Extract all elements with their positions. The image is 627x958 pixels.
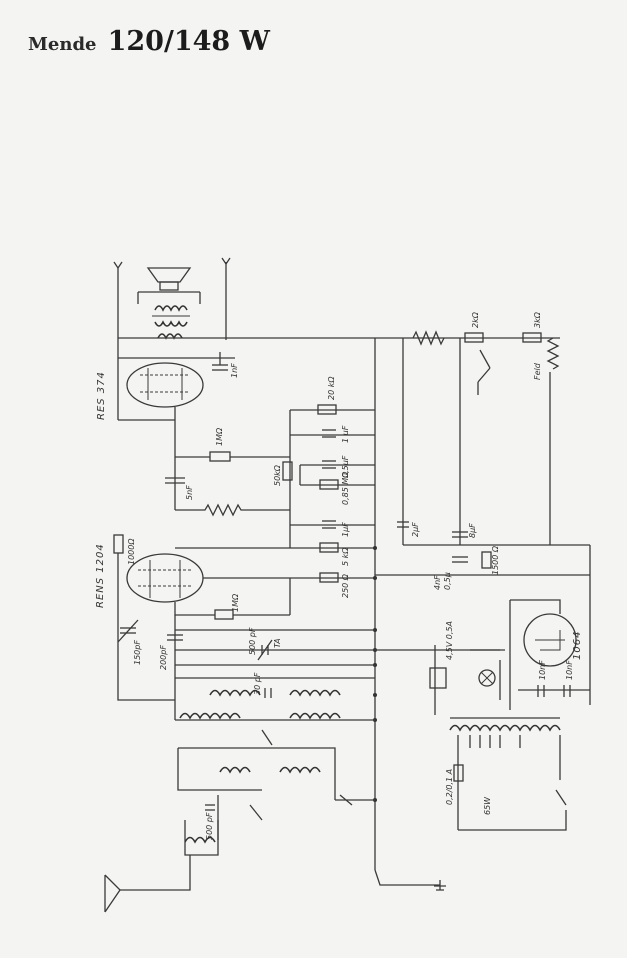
label-c-2uf: 2μF [411,522,420,537]
label-r-1500: 1500 Ω [491,545,500,575]
model-number: 120/148 W [107,26,270,57]
label-switch-ta: TA [273,638,282,648]
label-c-10nf-a: 10nF [538,660,547,680]
label-c-500pf: 500 pF [248,627,257,655]
label-r-250: 250 Ω [341,573,350,598]
brand-name: Mende [28,34,97,55]
label-feld: Feld [533,362,542,380]
label-r-1m: 1MΩ [215,427,224,446]
tube-label-output: RES 374 [96,371,107,420]
tube-res374 [126,362,204,408]
label-c-1nf: 1nF [230,363,239,378]
loudspeaker [137,267,201,340]
label-r-1000: 1000Ω [127,538,136,565]
label-r-085m: 0,85 MΩ [341,471,350,505]
label-c-30pf: 30 pF [253,672,262,695]
label-c-1uf-b: 1μF [341,522,350,537]
label-c-200pf: 200pF [159,645,168,670]
label-power: 65W [483,796,492,815]
label-trim-500: 500 pF [205,812,214,840]
tube-label-rectifier: 1064 [572,631,583,660]
label-fuse: 0,2/0,1 A [445,769,454,805]
tube-rens1204 [126,553,204,603]
label-c-5nf: 5nF [185,485,194,500]
label-c-8uf: 8μF [468,523,477,538]
label-c-150pf: 150pF [133,640,142,665]
label-r-1m-b: 1MΩ [231,593,240,612]
label-r-20k: 20 kΩ [327,376,336,400]
header: Mende 120/148 W [28,26,270,58]
label-c-05uf: 0,5μF [341,455,350,478]
label-c-1uf-a: 1 μF [341,425,350,443]
tube-1064 [523,613,577,667]
label-r-5k: 5 kΩ [341,547,350,566]
label-c-4nf-a: 0,5μ [443,572,452,590]
tube-label-detector: RENS 1204 [95,543,106,608]
label-r-2k: 2kΩ [471,311,480,328]
label-r-50k: 50kΩ [273,464,282,486]
label-r-3k: 3kΩ [533,311,542,328]
label-c-10nf-b: 10nF [565,660,574,680]
label-lamp: 4,5V 0,5A [445,621,454,660]
label-c-4nf-b: 4nF [433,575,442,590]
